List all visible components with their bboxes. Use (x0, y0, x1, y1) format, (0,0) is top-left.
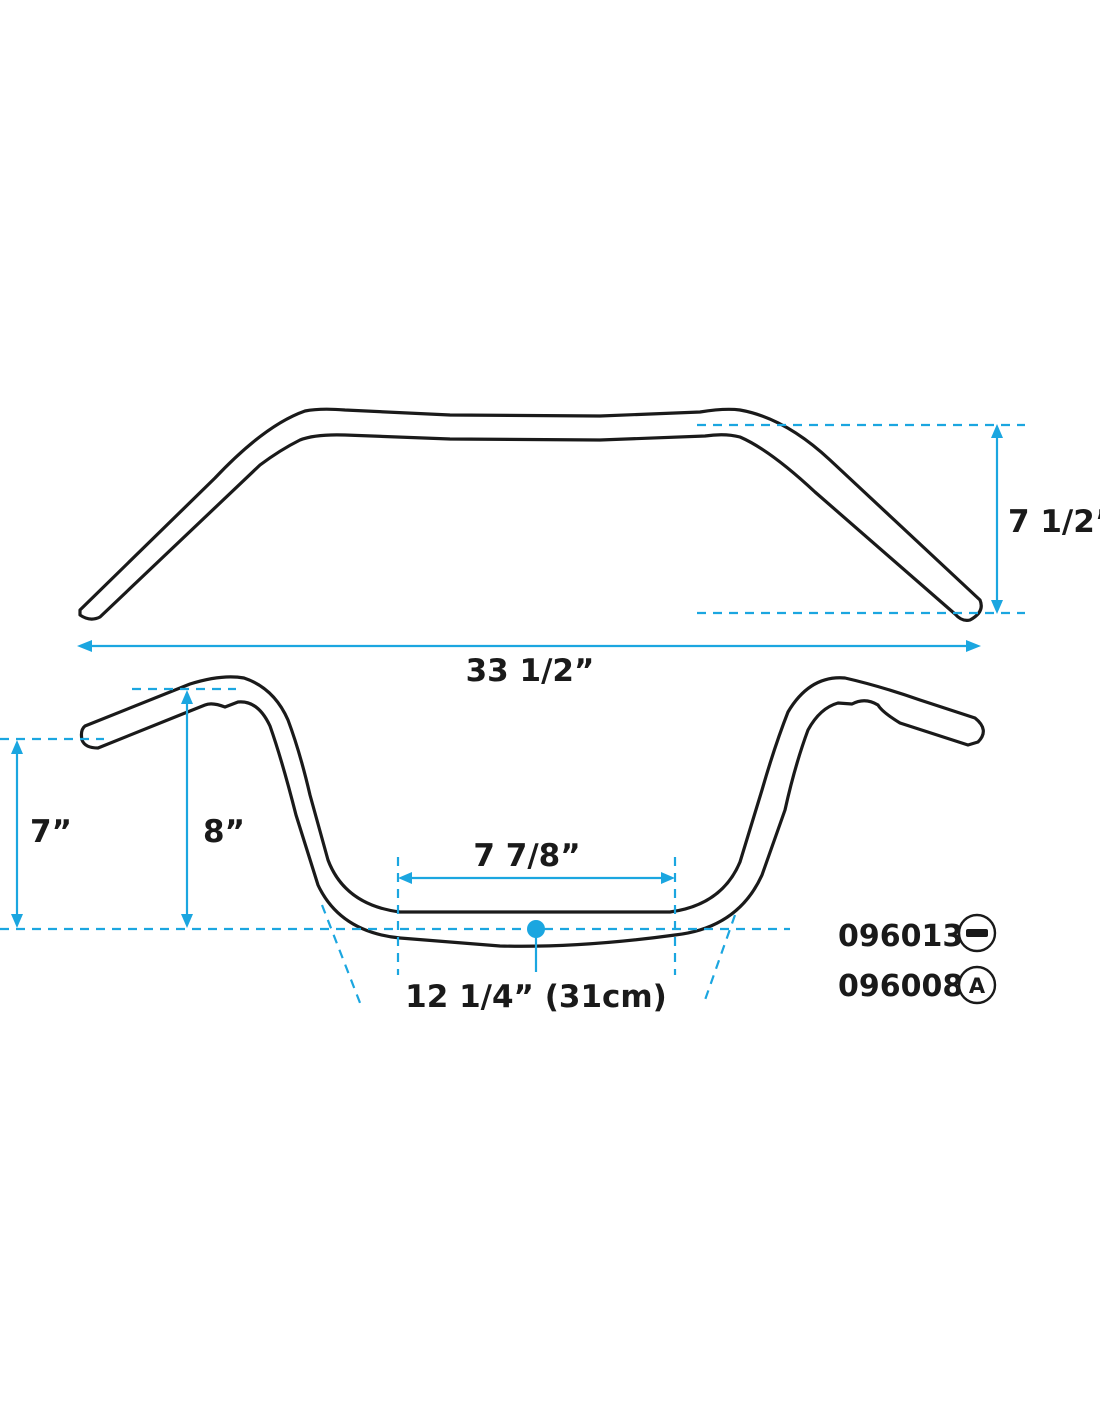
overall-width-label: 33 1/2” (466, 653, 595, 689)
handlebar-front-view-outline (79, 675, 985, 948)
clamp-width-label: 12 1/4” (31cm) (405, 979, 667, 1015)
rise-inner-arrow-down (181, 914, 193, 928)
part-number-096008: 096008 A (838, 965, 997, 1005)
center-width-arrow-right (661, 872, 675, 884)
part-number-code: 096008 (838, 969, 963, 1004)
part-number-096013: 096013 (838, 913, 997, 954)
minus-circle-icon (957, 913, 997, 953)
overall-width-arrow-right (966, 640, 981, 652)
rise-inner-label: 8” (203, 814, 245, 850)
rise-outer-arrow-down (11, 914, 23, 928)
rise-inner-arrow-up (181, 690, 193, 704)
clamp-guide-left (320, 904, 364, 1009)
center-width-label: 7 7/8” (473, 838, 580, 874)
rise-outer-arrow-up (11, 740, 23, 754)
pullback-arrow-down (991, 600, 1003, 614)
part-number-code: 096013 (838, 919, 963, 954)
pullback-arrow-up (991, 424, 1003, 438)
letter-a-circle-icon: A (957, 965, 997, 1005)
overall-width-arrow-left (77, 640, 92, 652)
rise-outer-label: 7” (30, 814, 72, 850)
badge-letter: A (969, 974, 986, 998)
center-width-arrow-left (398, 872, 412, 884)
handlebar-top-view-outline (78, 407, 983, 622)
pullback-label: 7 1/2” (1008, 504, 1100, 540)
